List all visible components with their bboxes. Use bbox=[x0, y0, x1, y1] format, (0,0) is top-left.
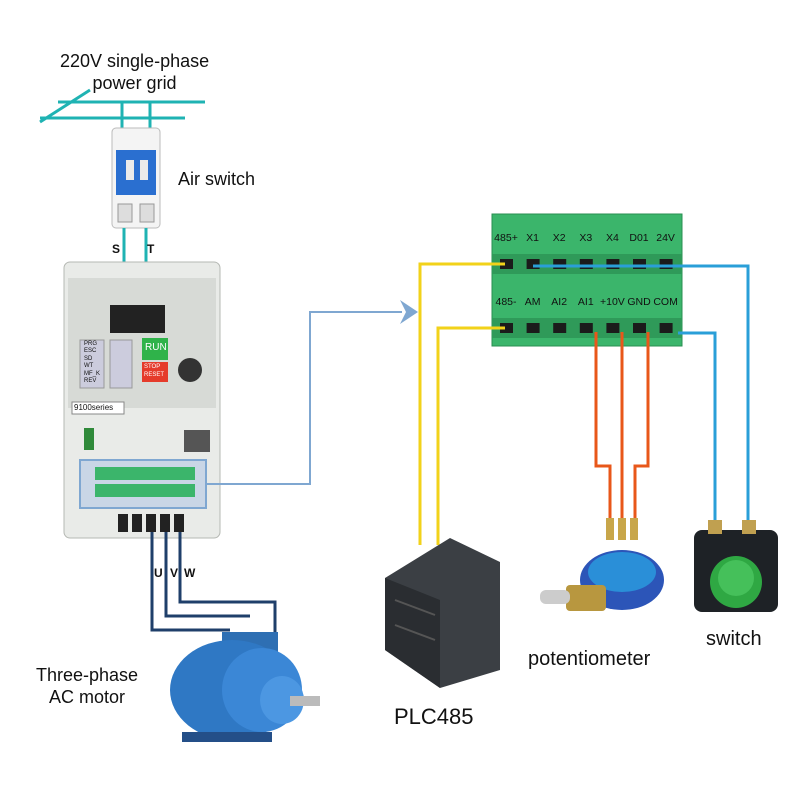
v-label: V bbox=[170, 566, 179, 580]
top-terminal-label-2: X2 bbox=[552, 232, 566, 244]
potentiometer-device bbox=[540, 518, 664, 611]
top-terminal-label-4: X4 bbox=[605, 232, 619, 244]
w-label: W bbox=[184, 566, 196, 580]
potentiometer-label: potentiometer bbox=[528, 648, 651, 670]
bottom-terminal-socket-1 bbox=[526, 323, 540, 333]
run-label: RUN bbox=[145, 342, 167, 353]
bottom-terminal-sockets bbox=[500, 323, 673, 333]
top-terminal-sockets bbox=[500, 259, 673, 269]
bottom-terminal-label-2: AI2 bbox=[551, 296, 568, 308]
vfd-series-label: 9100series bbox=[74, 403, 114, 412]
s-terminal-label: S bbox=[112, 242, 121, 256]
u-label: U bbox=[154, 566, 163, 580]
bottom-terminal-socket-2 bbox=[553, 323, 567, 333]
air-switch-label: Air switch bbox=[178, 169, 256, 189]
plc-label: PLC485 bbox=[394, 704, 474, 729]
top-terminal-socket-1 bbox=[526, 259, 540, 269]
power-grid-label: 220V single-phase power grid bbox=[60, 51, 210, 93]
grid-drop-wires bbox=[120, 102, 152, 130]
zoom-arrow-head bbox=[400, 300, 418, 324]
mfk-rev-label: MF_K REV bbox=[84, 371, 101, 384]
top-terminal-socket-2 bbox=[553, 259, 567, 269]
power-grid-lines bbox=[39, 88, 205, 124]
top-terminal-socket-0 bbox=[500, 259, 513, 269]
top-terminal-label-1: X1 bbox=[526, 232, 540, 244]
stop-reset-label: STOP RESET bbox=[144, 364, 165, 378]
top-terminal-label-0: 485+ bbox=[494, 232, 518, 244]
bottom-terminal-socket-3 bbox=[579, 323, 593, 333]
pushbutton-switch bbox=[694, 520, 778, 612]
motor-wires bbox=[150, 532, 277, 640]
top-terminal-socket-4 bbox=[606, 259, 620, 269]
rs485-wires bbox=[418, 262, 505, 545]
vfd-inverter bbox=[63, 261, 221, 539]
plc-unit bbox=[385, 538, 500, 688]
top-terminal-label-6: 24V bbox=[656, 232, 675, 244]
bottom-terminal-label-0: 485- bbox=[495, 296, 517, 308]
bottom-terminal-socket-4 bbox=[606, 323, 620, 333]
pot-wires bbox=[594, 332, 650, 520]
bottom-terminal-label-5: GND bbox=[627, 296, 651, 308]
bottom-terminal-label-3: AI1 bbox=[577, 296, 594, 308]
bottom-terminal-label-4: +10V bbox=[599, 296, 625, 308]
top-terminal-socket-5 bbox=[633, 259, 646, 269]
sd-wt-label: SD WT bbox=[84, 356, 94, 369]
t-terminal-label: T bbox=[147, 242, 155, 256]
bottom-terminal-socket-5 bbox=[633, 323, 646, 333]
switch-label: switch bbox=[706, 628, 762, 650]
motor-label: Three-phase AC motor bbox=[36, 665, 139, 707]
switch-wires bbox=[533, 264, 750, 522]
bottom-terminal-label-6: COM bbox=[653, 296, 678, 308]
zoom-arrow bbox=[206, 311, 402, 485]
air-switch-breaker bbox=[111, 127, 161, 229]
top-terminal-label-3: X3 bbox=[579, 232, 593, 244]
three-phase-motor bbox=[170, 632, 320, 742]
top-terminal-label-5: D01 bbox=[629, 232, 649, 244]
st-wires bbox=[122, 228, 148, 268]
bottom-terminal-socket-6 bbox=[659, 323, 673, 333]
bottom-terminal-label-1: AM bbox=[524, 296, 541, 308]
prg-esc-label: PRG ESC bbox=[84, 341, 98, 354]
bottom-terminal-socket-0 bbox=[500, 323, 513, 333]
top-terminal-socket-3 bbox=[579, 259, 593, 269]
top-terminal-socket-6 bbox=[659, 259, 673, 269]
